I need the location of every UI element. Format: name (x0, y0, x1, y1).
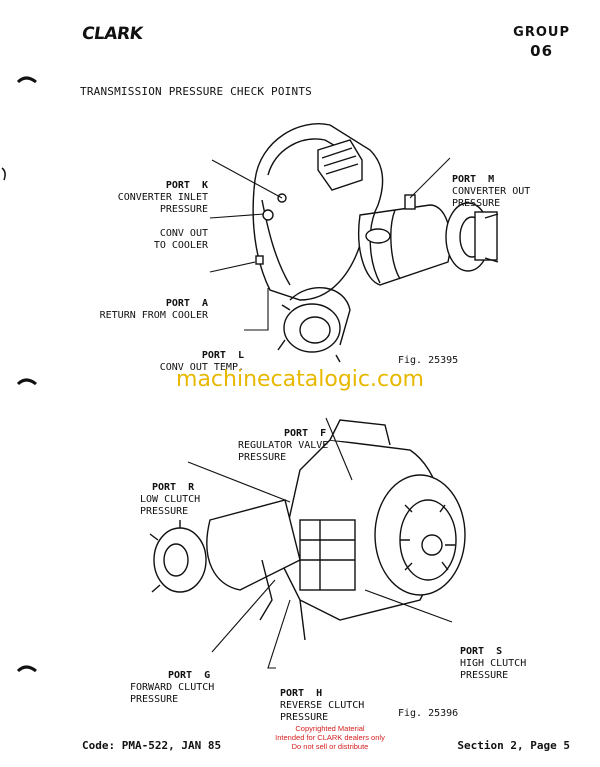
port-a-id: PORT A (165, 298, 208, 309)
leader-f (325, 417, 353, 481)
copyright-line-2: Intended for CLARK dealers only (275, 733, 385, 742)
leader-m (409, 157, 451, 199)
left-flange (153, 527, 207, 593)
clutch-hub (421, 534, 443, 556)
leader-conv-out (209, 213, 265, 219)
figure-2-caption: Fig. 25396 (398, 708, 459, 719)
port-l-desc: CONV OUT TEMP. (159, 362, 244, 373)
leader-k (211, 159, 283, 199)
port-m-id: PORT M (452, 174, 495, 185)
cover-line-2 (323, 155, 357, 167)
figure-1-caption: Fig. 25395 (398, 355, 459, 366)
port-f-id: PORT F (284, 428, 327, 439)
housing-rim (267, 138, 361, 176)
copyright-line-3: Do not sell or distribute (291, 742, 369, 751)
port-s-desc: HIGH CLUTCH PRESSURE (460, 658, 527, 681)
mount-bracket (259, 559, 306, 641)
conv-out-desc: CONV OUT TO COOLER (153, 228, 208, 251)
port-s-id: PORT S (460, 646, 503, 657)
page-title: TRANSMISSION PRESSURE CHECK POINTS (80, 85, 312, 98)
fitting-cylinder (365, 228, 391, 244)
port-g-id: PORT G (168, 670, 211, 681)
group-block: GROUP 06 (513, 24, 570, 60)
input-adapter (289, 286, 351, 346)
input-flange-inner (299, 316, 331, 344)
flange-yoke (474, 211, 498, 261)
leader-g (211, 579, 276, 653)
label-conv-out: CONV OUT TO COOLER (148, 216, 208, 252)
control-block (299, 519, 356, 591)
housing-rib (261, 199, 291, 286)
cover-line-1 (321, 147, 353, 159)
binder-mark-mid (16, 378, 37, 386)
shaft-tube (358, 204, 451, 286)
group-number: 06 (530, 42, 554, 60)
valve-cover (317, 139, 363, 191)
group-label: GROUP (513, 25, 570, 40)
bolt-2 (335, 354, 341, 363)
leader-r (187, 461, 291, 503)
footer-code: Code: PMA-522, JAN 85 (82, 739, 222, 752)
left-bolt-1 (149, 533, 159, 541)
leader-l (244, 288, 269, 331)
port-m-desc: CONVERTER OUT PRESSURE (452, 186, 531, 209)
binder-mark-bottom (16, 665, 37, 673)
figure-2-leaders (187, 417, 453, 669)
figure-1-leaders (209, 157, 451, 331)
tube-ring-2 (390, 209, 401, 280)
leader-a (209, 261, 256, 273)
left-output-housing (206, 499, 301, 591)
flange-bolt-2 (484, 257, 499, 263)
fitting-m (404, 194, 416, 210)
left-bolt-2 (151, 584, 161, 593)
port-f-desc: REGULATOR VALVE PRESSURE (238, 440, 329, 463)
leader-h (267, 599, 291, 669)
port-r-id: PORT R (152, 482, 195, 493)
fitting-conv-out (262, 209, 274, 221)
copyright-line-1: Copyrighted Material (295, 724, 365, 733)
left-flange-inner (163, 543, 189, 577)
port-g-desc: FORWARD CLUTCH PRESSURE (130, 682, 215, 705)
bolt-1 (277, 339, 286, 351)
top-valve (329, 419, 391, 446)
tube-ring-1 (369, 211, 381, 284)
port-h-id: PORT H (280, 688, 323, 699)
port-a-desc: RETURN FROM COOLER (99, 310, 208, 321)
cover-line-3 (325, 163, 359, 175)
margin-notch (1, 167, 6, 181)
port-k-desc: CONVERTER INLET PRESSURE (117, 192, 208, 215)
bolt-3 (281, 304, 291, 311)
port-k-id: PORT K (165, 180, 208, 191)
watermark: machinecatalogic.com (176, 367, 424, 392)
binder-mark-top (16, 76, 37, 84)
port-h-desc: REVERSE CLUTCH PRESSURE (280, 700, 365, 723)
port-l-id: PORT L (201, 350, 244, 361)
fitting-a (255, 255, 264, 265)
port-r-desc: LOW CLUTCH PRESSURE (140, 494, 201, 517)
flange-bolt (484, 213, 499, 219)
copyright-notice: Copyrighted Material Intended for CLARK … (220, 724, 440, 751)
leader-s (364, 589, 453, 623)
drum-teeth (400, 504, 455, 571)
input-flange (283, 303, 341, 353)
footer-section: Section 2, Page 5 (457, 739, 570, 752)
clutch-drum (374, 474, 466, 596)
